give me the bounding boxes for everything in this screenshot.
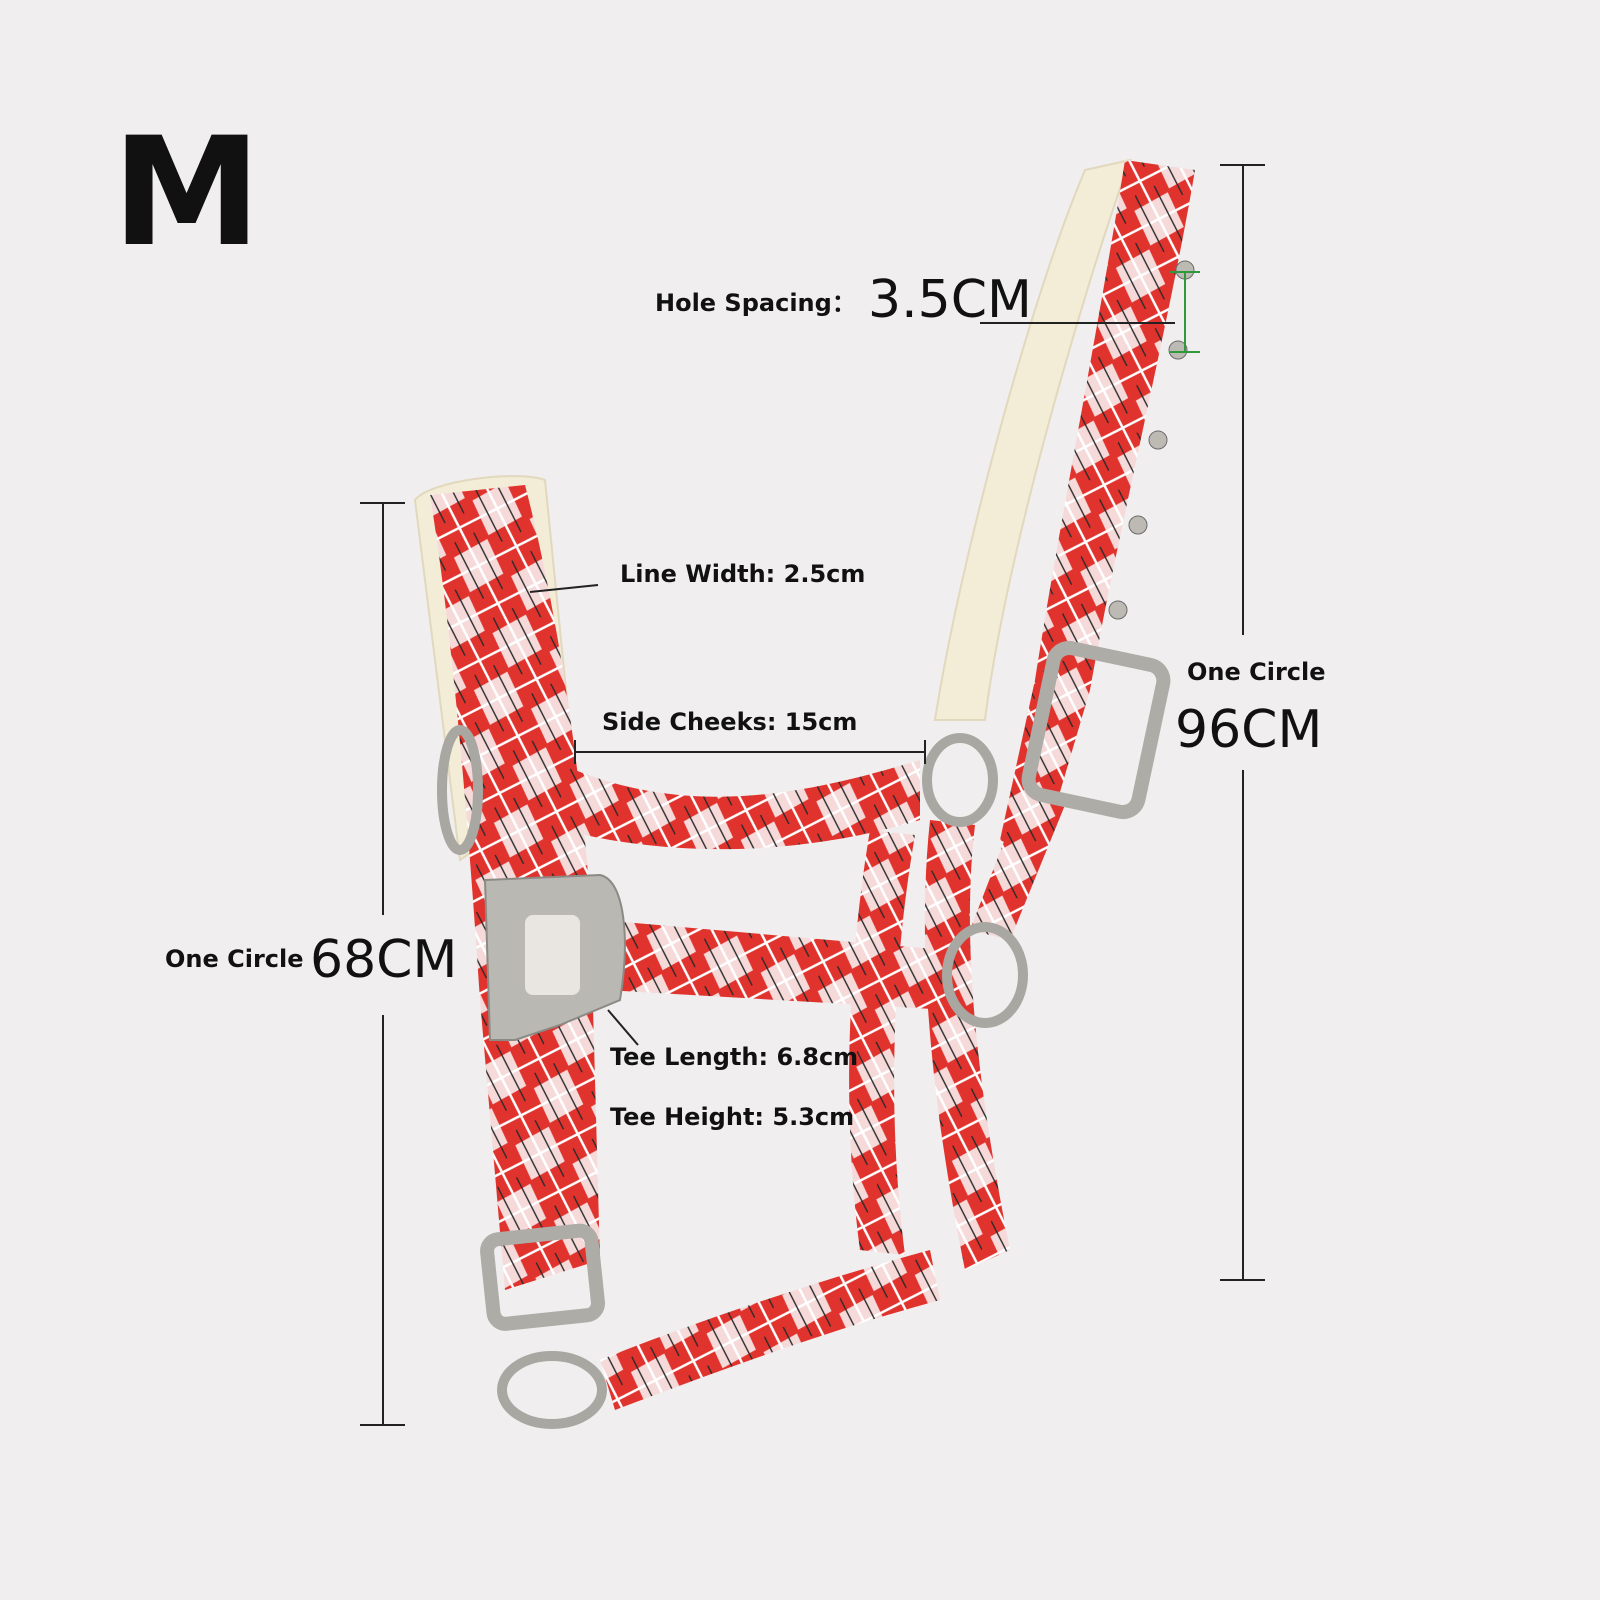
crown-circle-value: 96CM — [1175, 700, 1323, 760]
tee-buckle — [483, 873, 626, 1041]
nose-circle-value: 68CM — [310, 930, 458, 990]
hardware — [437, 725, 1028, 1429]
hole-spacing-marker — [1170, 271, 1200, 353]
tee-height-label: Tee Height: 5.3cm — [610, 1103, 855, 1131]
line-width-label: Line Width: 2.5cm — [620, 560, 866, 588]
size-letter: M — [112, 106, 264, 280]
crown-buckle — [1021, 640, 1171, 820]
cheek-strap-right — [924, 820, 1010, 1270]
hole-spacing-value: 3.5CM — [868, 270, 1032, 330]
upper-cross-strap — [575, 760, 920, 850]
nose-circle-label: One Circle — [165, 945, 304, 973]
side-cheeks-label: Side Cheeks: 15cm — [602, 708, 858, 736]
chin-strap — [849, 830, 915, 1255]
hole-spacing-label: Hole Spacing： — [655, 289, 856, 317]
lower-chin-strap — [600, 1250, 940, 1410]
nose-buckle — [480, 1223, 606, 1331]
dimension-lines — [360, 164, 1265, 1426]
throat-strap — [970, 800, 1065, 940]
crown-strap — [933, 158, 1195, 860]
tee-length-label: Tee Length: 6.8cm — [610, 1043, 859, 1071]
crown-circle-label: One Circle — [1187, 658, 1326, 686]
